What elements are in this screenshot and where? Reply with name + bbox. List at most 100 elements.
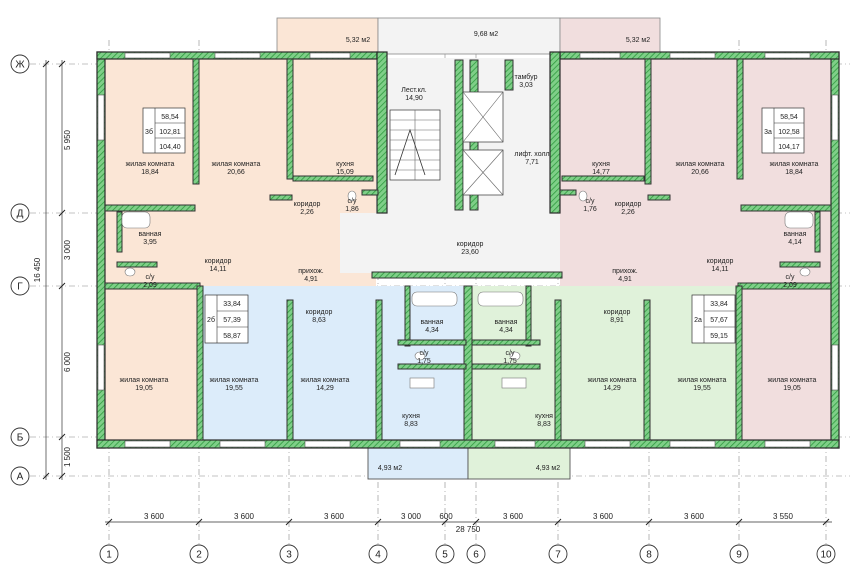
dimension-texts: 3 600 3 600 3 600 3 000 600 3 600 3 600 …: [33, 129, 794, 534]
apartment-3a-info-box: 3а 58,54 102,58 104,17: [761, 107, 805, 154]
room-area: 19,55: [225, 385, 243, 392]
svg-text:Г: Г: [17, 282, 23, 293]
axis-bubble-row: Д: [10, 203, 30, 223]
room-area: 2,09: [143, 282, 157, 289]
room-area: 4,91: [618, 276, 632, 283]
room-area: 14,29: [603, 385, 621, 392]
balconies: [276, 17, 661, 480]
room-area: 18,84: [785, 169, 803, 176]
dimension-h-6: 3 600: [503, 512, 524, 521]
interior-walls: [104, 58, 832, 441]
room-area: 19,05: [135, 385, 153, 392]
room-area: 8,91: [610, 317, 624, 324]
room-area: 4,34: [425, 327, 439, 334]
room-area: 7,71: [525, 159, 539, 166]
axis-bubble-row: Б: [10, 427, 30, 447]
dimension-h-1: 3 600: [144, 512, 165, 521]
svg-text:8: 8: [646, 550, 652, 561]
svg-text:Б: Б: [17, 433, 24, 444]
apartment-3b-fill: [103, 58, 376, 286]
room-area: 2,26: [300, 209, 314, 216]
dimension-v-1: 5 950: [63, 129, 72, 150]
room-area: 14,90: [405, 95, 423, 102]
common-area-fill: [340, 213, 560, 273]
apartment-fills: [103, 58, 832, 443]
room-name: лифт. холл: [514, 151, 549, 158]
room-name: коридор: [615, 201, 642, 208]
svg-text:1: 1: [106, 550, 112, 561]
apartment-3a-area-2: 102,58: [778, 129, 800, 136]
balcony-top-left: [276, 17, 379, 55]
room-area: 4,91: [304, 276, 318, 283]
room-area: 4,14: [788, 239, 802, 246]
svg-text:10: 10: [820, 550, 832, 561]
room-area: 14,29: [316, 385, 334, 392]
stair-lift: [389, 91, 504, 196]
apartment-3b-area-3: 104,40: [159, 144, 181, 151]
room-area: 2,26: [621, 209, 635, 216]
room-name: жилая комната: [210, 377, 259, 384]
svg-text:3: 3: [286, 550, 292, 561]
room-area: 8,83: [404, 421, 418, 428]
room-area: 14,11: [712, 266, 729, 273]
apartment-3a-fill-lower: [738, 286, 832, 443]
room-name: с/у: [786, 274, 795, 281]
axis-bubble-row: Ж: [10, 54, 30, 74]
room-area: 1,76: [583, 206, 597, 213]
apartment-3a-fill: [560, 58, 832, 286]
room-name: жилая комната: [770, 161, 819, 168]
apartment-2b-area-3: 58,87: [223, 333, 241, 340]
room-name: жилая комната: [676, 161, 725, 168]
room-name: кухня: [402, 413, 420, 420]
svg-text:7: 7: [555, 550, 561, 561]
apartment-2a-area-3: 59,15: [710, 333, 728, 340]
room-name: прихож.: [612, 268, 638, 275]
axis-bubble-col: 8: [639, 544, 659, 564]
room-area: 14,77: [592, 169, 610, 176]
room-area: 1,86: [345, 206, 359, 213]
room-name: ванная: [784, 231, 807, 238]
room-name: коридор: [457, 241, 484, 248]
room-area: 1,75: [417, 358, 431, 365]
axis-bubble-col: 6: [466, 544, 486, 564]
room-area: 20,66: [691, 169, 709, 176]
balcony-top-left-area: 5,32 м2: [346, 37, 370, 44]
room-name: жилая комната: [212, 161, 261, 168]
room-area: 8,63: [312, 317, 326, 324]
apartment-2b-area-1: 33,84: [223, 301, 241, 308]
apartment-info-boxes: 3б 58,54 102,81 104,40 3а 58,54 102,58 1…: [142, 107, 805, 344]
room-area: 15,09: [336, 169, 354, 176]
room-area: 2,09: [783, 282, 797, 289]
room-name: с/у: [586, 198, 595, 205]
axis-bubble-row: Г: [10, 276, 30, 296]
apartment-3b-type: 3б: [145, 128, 153, 136]
svg-text:4: 4: [375, 550, 381, 561]
room-name: ванная: [139, 231, 162, 238]
svg-text:Ж: Ж: [15, 60, 25, 71]
balcony-bottom-left-area: 4,93 м2: [378, 465, 402, 472]
room-name: коридор: [294, 201, 321, 208]
room-name: коридор: [205, 258, 232, 265]
fixtures: [121, 190, 814, 389]
apartment-2b-info-box: 2б 33,84 57,39 58,87: [204, 294, 249, 344]
room-area: 4,34: [499, 327, 513, 334]
apartment-2a-type: 2а: [694, 317, 702, 324]
dimension-h-5: 600: [439, 512, 453, 521]
room-name: жилая комната: [588, 377, 637, 384]
room-name: с/у: [420, 350, 429, 357]
balcony-bottom-right-area: 4,93 м2: [536, 465, 560, 472]
dimension-ticks: [42, 60, 830, 526]
dimension-h-9: 3 550: [773, 512, 794, 521]
apartment-3a-type: 3а: [764, 129, 772, 136]
balcony-bottom-left: [367, 446, 469, 480]
room-name: с/у: [146, 274, 155, 281]
svg-text:9: 9: [736, 550, 742, 561]
room-name: ванная: [421, 319, 444, 326]
apartment-3b-fill-lower: [103, 286, 203, 443]
dimension-h-4: 3 000: [401, 512, 422, 521]
room-name: тамбур: [515, 73, 538, 81]
axis-bubble-col: 7: [548, 544, 568, 564]
room-name: кухня: [592, 161, 610, 168]
room-name: Лест.кл.: [401, 87, 427, 94]
